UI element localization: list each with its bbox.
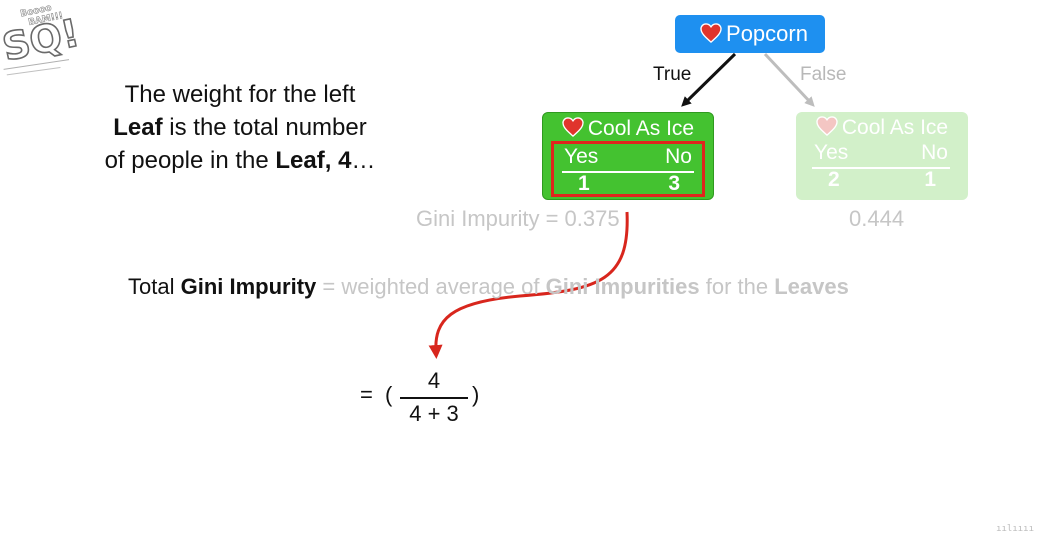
right-leaf: Cool As Ice Yes No 2 1 (796, 112, 968, 200)
formula-numerator: 4 (427, 368, 441, 393)
caption-line-3: of people in the Leaf, 4… (104, 147, 376, 174)
caption-text: The weight for the left Leaf is the tota… (70, 78, 410, 177)
formula-equals: = (360, 382, 373, 407)
leaves-bold: Leaves (774, 274, 849, 299)
total-gini-impurity-definition: Total Gini Impurity = weighted average o… (128, 274, 849, 299)
formula-open-paren: ( (385, 382, 393, 407)
left-leaf-yes-value: 1 (578, 172, 590, 195)
right-leaf-divider (812, 167, 950, 169)
caption-line-2: Leaf is the total number (113, 114, 367, 141)
right-leaf-no-header: No (921, 141, 948, 164)
caption-line-1: The weight for the left (124, 81, 356, 108)
heart-icon (562, 117, 584, 137)
left-leaf-yes-header: Yes (564, 145, 599, 168)
right-leaf-title-text: Cool As Ice (841, 116, 949, 139)
caption-leaf-bold: Leaf (113, 114, 163, 141)
formula-denominator: 4 + 3 (409, 401, 459, 426)
corner-watermark: ıılıııı (996, 524, 1034, 534)
right-leaf-no-value: 1 (924, 168, 936, 191)
right-leaf-title: Cool As Ice (796, 114, 968, 142)
right-leaf-gini-impurity: 0.444 (849, 206, 905, 231)
left-leaf-gini-impurity: Gini Impurity = 0.375 (416, 206, 620, 231)
left-leaf-title: Cool As Ice (543, 115, 713, 143)
left-leaf-table-highlight: Yes No 1 3 (551, 141, 705, 197)
false-edge-label: False (800, 64, 847, 85)
true-edge-arrow (681, 52, 737, 107)
total-gini-impurity-bold: Gini Impurity (180, 274, 317, 299)
weight-formula: = ( 4 4 + 3 ) (360, 368, 500, 430)
right-leaf-table: Yes No 2 1 (804, 140, 958, 196)
true-edge-label: True (653, 64, 692, 85)
left-leaf: Cool As Ice Yes No 1 3 (542, 112, 714, 200)
right-leaf-yes-header: Yes (814, 141, 849, 164)
statquest-logo: SQ! Boooo BAM!!! (0, 3, 78, 76)
root-node-popcorn: Popcorn (675, 15, 825, 53)
left-leaf-title-text: Cool As Ice (587, 117, 695, 140)
heart-icon (700, 23, 722, 43)
left-leaf-no-value: 3 (668, 172, 680, 195)
root-node-label: Popcorn (726, 21, 808, 46)
formula-fraction-bar (400, 397, 468, 399)
right-leaf-yes-value: 2 (828, 168, 840, 191)
heart-icon (816, 116, 838, 136)
caption-leaf-count-bold: Leaf, 4 (275, 147, 352, 174)
formula-close-paren: ) (472, 382, 480, 407)
left-leaf-divider (562, 171, 694, 173)
gini-impurities-bold: Gini Impurities (545, 274, 700, 299)
left-leaf-no-header: No (665, 145, 692, 168)
